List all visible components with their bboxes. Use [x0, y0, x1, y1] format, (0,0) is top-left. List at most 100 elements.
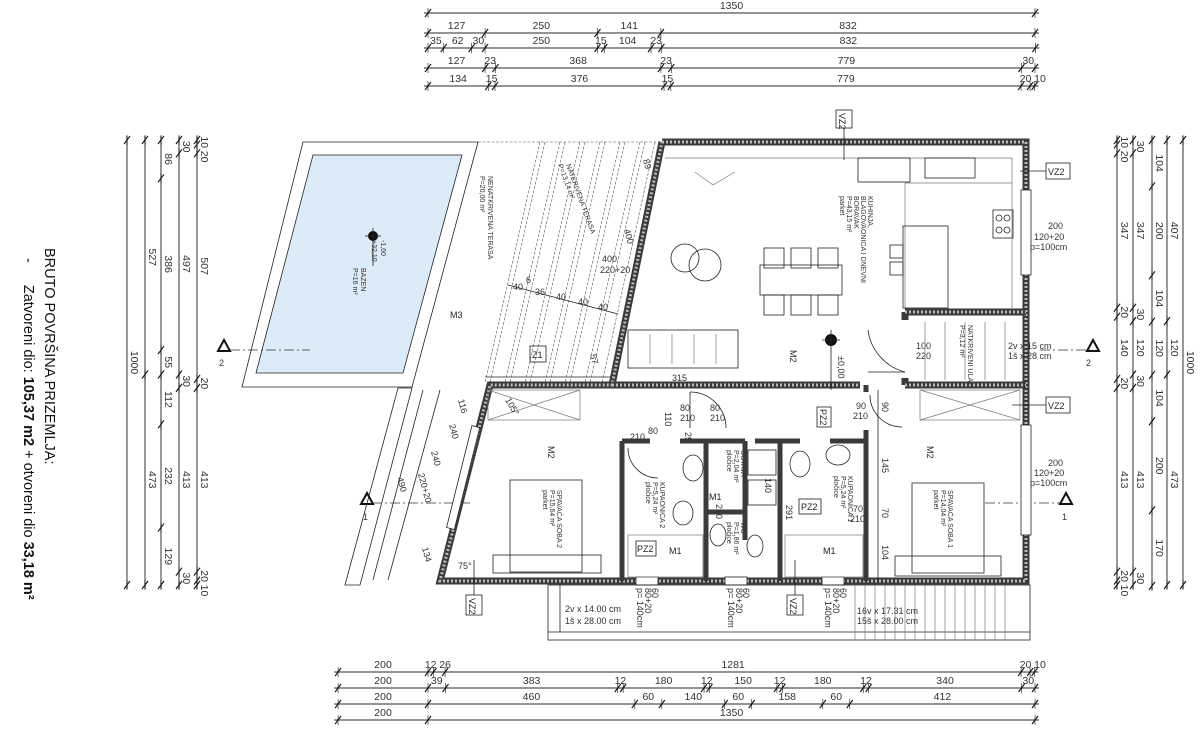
door-width: 90: [856, 401, 866, 411]
angle-75: 75°: [458, 561, 472, 571]
pool-water: [255, 154, 463, 374]
stair-rise-entry: 2v x 15 cm: [1008, 341, 1052, 351]
door-height: 210: [680, 413, 695, 423]
right-dimension-value: 30: [1134, 141, 1146, 153]
bath2-floor: pločice: [644, 482, 651, 504]
top-dimension-value: 127: [448, 55, 466, 67]
door-width: 70: [853, 504, 863, 514]
bath2-area: P=5,24 m²: [651, 482, 658, 515]
bottom-dimension-value: 30: [1022, 675, 1034, 687]
right-dimension-value: 407: [1168, 222, 1180, 240]
left-dimension-value: 55: [162, 356, 174, 368]
tag-vz2: VZ2: [788, 598, 798, 615]
bottom-dimension-value: 12: [425, 659, 437, 671]
right-dimension-value: 20: [1118, 570, 1130, 582]
coffee-table: [670, 243, 700, 273]
open-terrace-area: P=20,00 m²: [478, 176, 485, 213]
summary-open-value: 33,18 m²: [20, 542, 36, 600]
bedroom2-area: P=15,64 m²: [548, 490, 555, 527]
right-dimension-value: 473: [1168, 471, 1180, 489]
walls: [435, 138, 1030, 585]
right-dimension-value: 30: [1134, 375, 1146, 387]
top-dimension-value: 15: [595, 35, 607, 47]
top-dimension-value: 250: [533, 20, 551, 32]
bedroom1-area: P=14,04 m²: [939, 490, 946, 527]
bottom-dimension-value: 12: [860, 675, 872, 687]
furniture: [487, 157, 1021, 578]
top-dimension-value: 779: [838, 55, 856, 67]
tag-m3: M3: [450, 310, 463, 320]
top-dimension-value: 23: [660, 55, 672, 67]
bath1-floor: pločice: [832, 476, 839, 498]
slide-w: 60: [838, 588, 848, 598]
bottom-dimension-value: 150: [734, 675, 752, 687]
pool-level-1: -1,60: [379, 240, 386, 256]
bottom-dimension-value: 1350: [720, 707, 744, 719]
bed-1: [911, 482, 985, 574]
living-floor: parket: [838, 196, 845, 216]
right-dimension-value: 170: [1153, 539, 1165, 557]
dim-291: 291: [784, 505, 794, 520]
top-dimension-value: 250: [533, 35, 551, 47]
bottom-dimension-value: 12: [615, 675, 627, 687]
entry-area: P=3,12 m²: [958, 325, 965, 358]
dim-text: 40: [598, 302, 608, 312]
terrace-dim-line: [507, 284, 619, 315]
bottom-dimension-value: 12: [701, 675, 713, 687]
left-dimension-value: 413: [180, 471, 192, 489]
dim-text: 36: [535, 287, 545, 297]
right-dimension-value: 30: [1134, 572, 1146, 584]
stair-tread-side: 15š x 28.00 cm: [857, 616, 918, 626]
dim-text: 400: [602, 254, 617, 264]
tags: VZ2 VZ2 VZ2 VZ2 VZ2 PZ2 PZ2 PZ2 M1 M1 M1…: [465, 109, 1071, 616]
summary-closed-value: 105,37 m2: [20, 377, 36, 446]
right-dimension-value: 200: [1153, 222, 1165, 240]
top-dimension-value: 1350: [720, 0, 744, 12]
bath2-name: KUPAONICA 2: [658, 482, 665, 528]
kitchen-island: [902, 225, 949, 309]
left-dimension-value: 473: [146, 471, 158, 489]
left-dimension-value: 413: [198, 471, 210, 489]
section-1-right-icon: [1058, 490, 1074, 505]
pool-area: P=16 m²: [351, 268, 358, 295]
bed-2: [509, 479, 583, 573]
bottom-dimension-value: 10: [1034, 659, 1046, 671]
top-dimension-value: 62: [452, 35, 464, 47]
bath1-area: P=5,24 m²: [839, 476, 846, 509]
stair-tread-entry: 1š x 28 cm: [1008, 351, 1052, 361]
sink-icon: [924, 157, 976, 179]
slide-h: 80+20: [734, 588, 744, 613]
window-bedroom1: [1020, 424, 1032, 536]
dim-text: 6: [526, 275, 531, 285]
left-dimension-value: 10: [198, 136, 210, 148]
right-dimension-value: 30: [1134, 309, 1146, 321]
sofa: [627, 329, 739, 369]
window-sill: p=100cm: [1030, 478, 1067, 488]
wc-area: P=1,86 m²: [732, 522, 739, 555]
right-dimension-value: 120: [1134, 339, 1146, 357]
door-height: 210: [710, 413, 725, 423]
slide-sill: p= 140cm: [635, 588, 645, 628]
top-dimension-value: 832: [839, 20, 857, 32]
dim-text: 40: [556, 292, 566, 302]
left-dimension-value: 527: [146, 248, 158, 266]
bottom-dimension-value: 158: [778, 691, 796, 703]
left-dimension-value: 497: [180, 255, 192, 273]
windows: [446, 189, 1032, 586]
top-dimension-value: 23: [650, 35, 662, 47]
window-width: 240: [429, 450, 443, 467]
left-dimension-value: 1000: [128, 351, 140, 375]
door-height: 220: [916, 351, 931, 361]
top-dimension-value: 10: [1034, 73, 1046, 85]
window-bedroom2: [446, 425, 481, 530]
bedroom1-floor: parket: [932, 490, 939, 510]
living-name: KUHINJA,: [866, 196, 873, 228]
summary-closed-label: Zatvoreni dio:: [20, 285, 36, 377]
section-2-left-icon: [216, 337, 232, 352]
tag-m1: M1: [709, 492, 722, 502]
tag-z1: Z1: [532, 350, 543, 360]
tag-m1: M1: [669, 546, 682, 556]
door-height: 210: [850, 514, 865, 524]
dryer-icon: [747, 479, 777, 506]
